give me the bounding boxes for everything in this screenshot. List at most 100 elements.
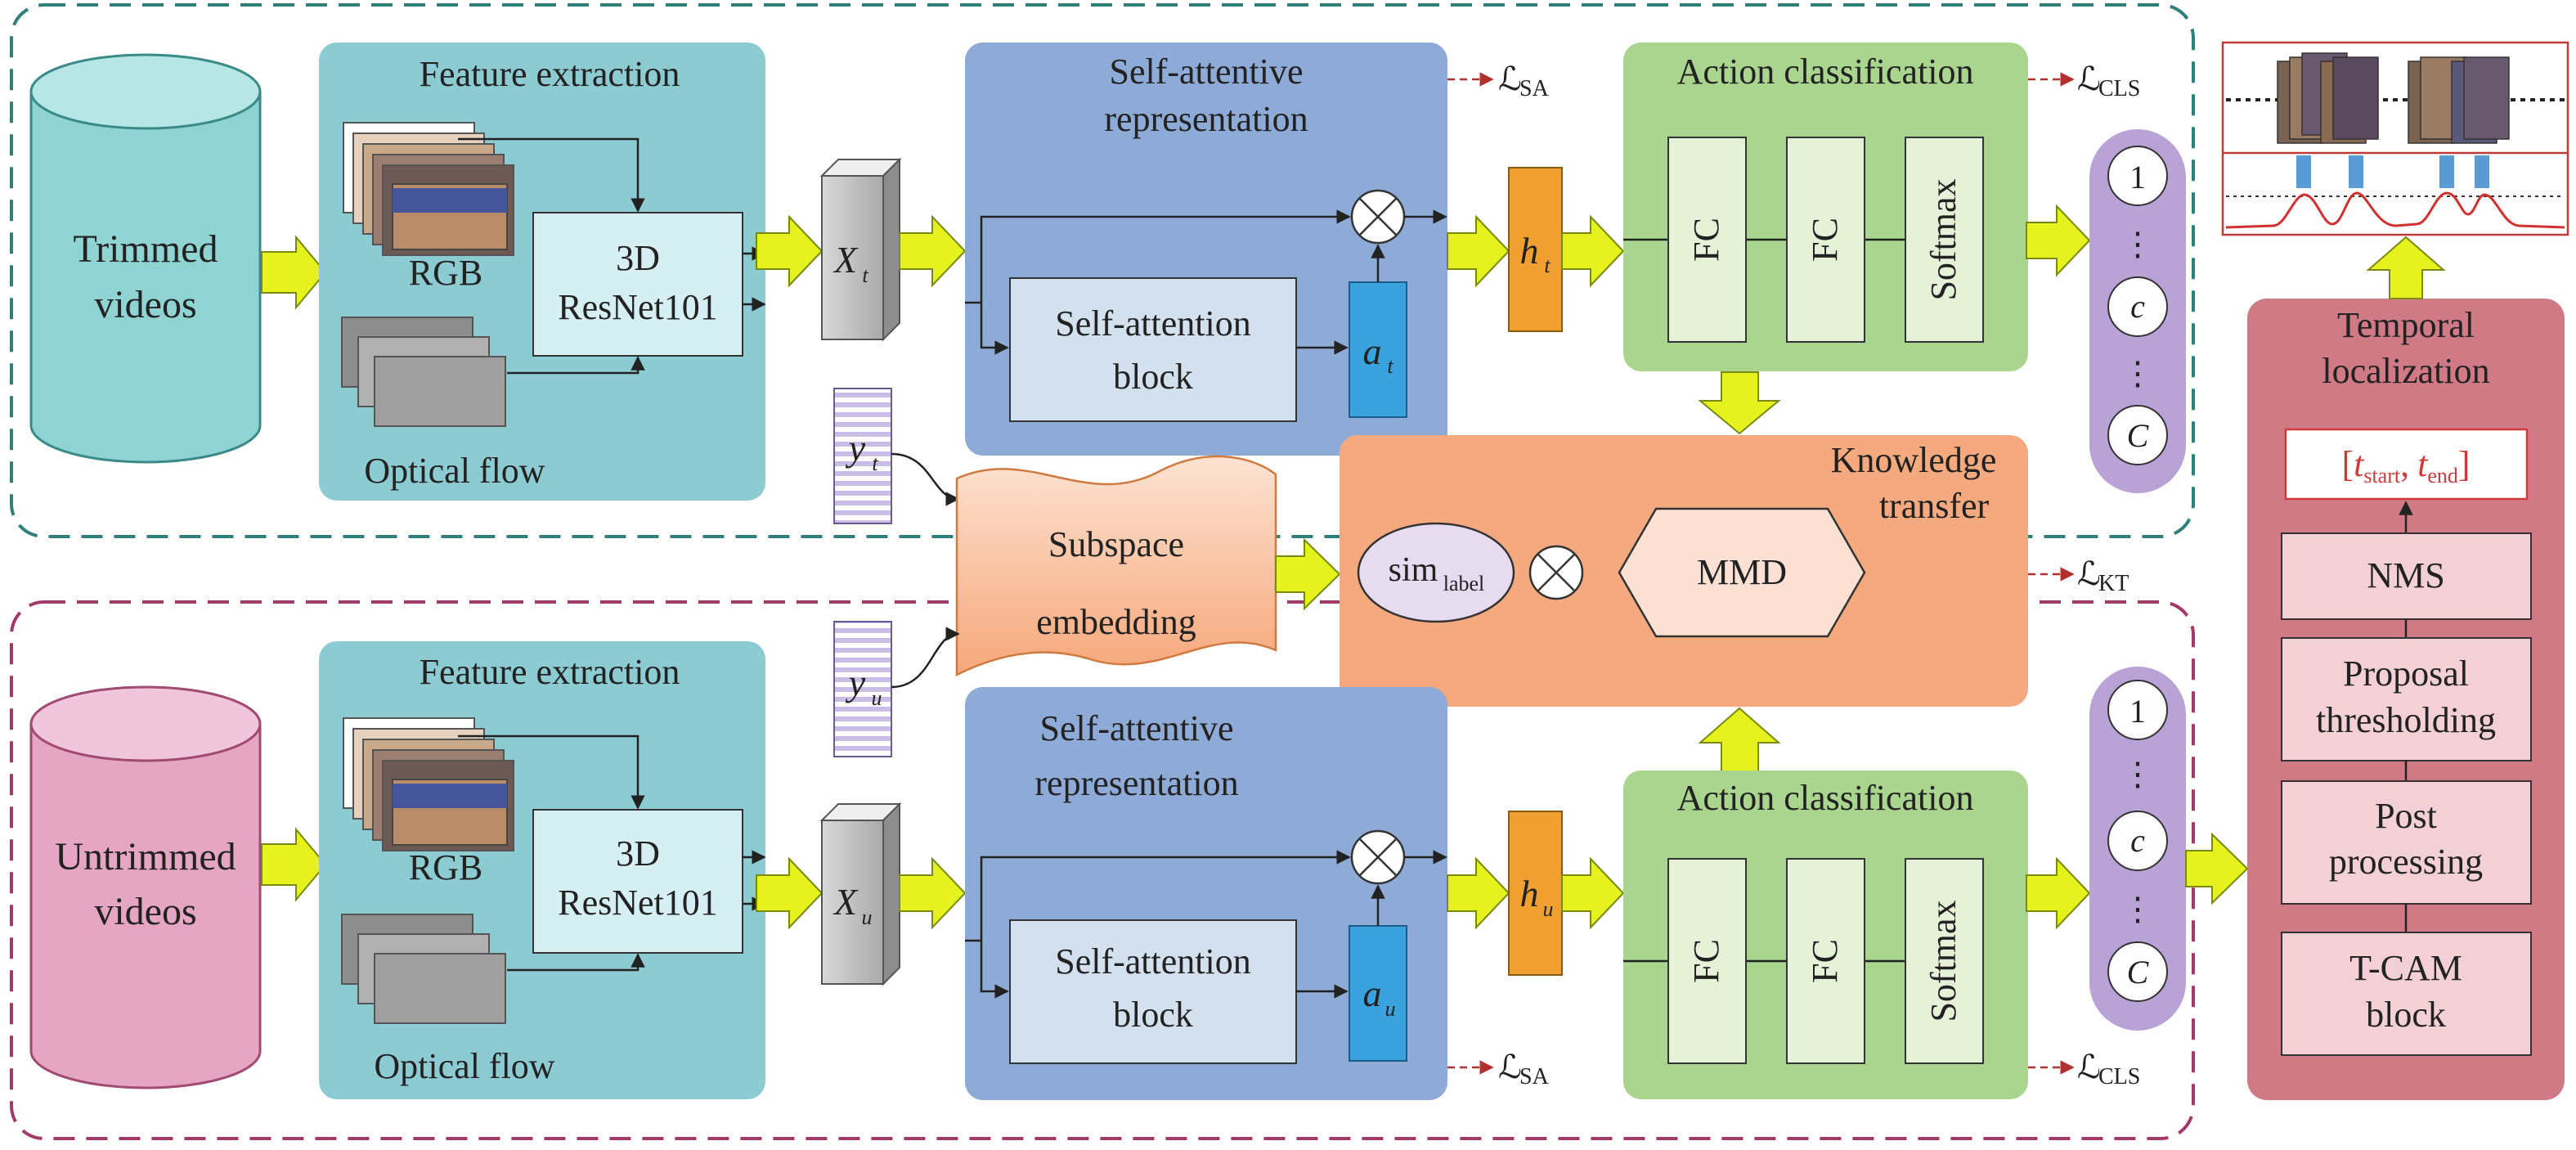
attention-weight-box [1349, 925, 1407, 1062]
softmax-layer [1905, 137, 1984, 343]
h-label: h [1520, 230, 1539, 272]
x-feature-block: X t [819, 157, 902, 342]
multiply-icon [1350, 829, 1406, 885]
interval-output-box [2284, 428, 2529, 501]
label-vector [833, 388, 892, 524]
trimmed-videos-cylinder: Trimmed videos [29, 53, 262, 464]
sab-label-1: Self-attention [1055, 941, 1251, 982]
a-label: a [1363, 330, 1382, 372]
sim-label: sim [1389, 551, 1438, 589]
post-label-2: processing [2329, 842, 2483, 882]
x-label: X [832, 881, 859, 923]
cls-title: Action classification [1677, 52, 1974, 92]
untrimmed-videos-cylinder: Untrimmed videos [29, 685, 262, 1089]
label-vector [833, 621, 892, 757]
kt-title-1: Knowledge [1831, 440, 1997, 480]
loss-kt-sub: KT [2098, 571, 2129, 596]
cls-title: Action classification [1677, 778, 1974, 818]
yellow-arrow [756, 214, 824, 288]
tcam-label-2: block [2366, 995, 2446, 1035]
input-label-1: Trimmed [74, 227, 218, 271]
input-label-2: videos [94, 890, 196, 933]
fc2-label: FC [1805, 939, 1845, 983]
resnet-box [532, 809, 743, 954]
fc-layer-2 [1786, 858, 1865, 1064]
proposal-label-1: Proposal [2343, 654, 2469, 694]
localization-result-plot [2221, 41, 2569, 236]
feature-extraction-title: Feature extraction [420, 54, 680, 94]
yellow-arrow [2026, 856, 2091, 930]
interval-text: [tstart,tend] [2341, 444, 2470, 487]
nms-box [2281, 532, 2532, 620]
y-label: y [846, 662, 866, 703]
loss-sa-sub: SA [1519, 76, 1550, 101]
out-1: 1 [2129, 159, 2146, 195]
out-c: c [2130, 288, 2145, 325]
loss-sa-symbol: ℒ [1498, 61, 1522, 97]
resnet-label-2: ResNet101 [558, 287, 718, 327]
sab-label-1: Self-attention [1055, 303, 1251, 344]
optical-flow-stack [341, 914, 506, 1024]
yellow-arrow [1561, 214, 1625, 288]
sa-title-2: representation [1104, 99, 1308, 139]
resnet-box [532, 212, 743, 357]
out-c: c [2130, 822, 2145, 859]
loss-cls-sub: CLS [2098, 76, 2140, 101]
optical-flow-label: Optical flow [374, 1046, 554, 1086]
yellow-arrow [1698, 371, 1781, 435]
tl-title-2: localization [2322, 351, 2489, 391]
a-sub: t [1387, 354, 1393, 378]
subspace-label-2: embedding [1036, 602, 1196, 642]
sa-title-1: Self-attentive [1109, 52, 1303, 92]
softmax-label: Softmax [1923, 900, 1963, 1022]
yellow-arrow [1561, 856, 1625, 930]
bottom-branch: Untrimmed videos Feature extraction RGB … [29, 621, 2186, 1100]
proposal-thresholding-box [2281, 637, 2532, 761]
video-frame-thumbnails [2277, 52, 2510, 144]
kt-title-2: transfer [1879, 486, 1990, 526]
rgb-frames-stack [343, 122, 514, 256]
out-dots: ⋮ [2121, 355, 2154, 392]
fc-layer-2 [1786, 137, 1865, 343]
input-label-1: Untrimmed [55, 835, 236, 878]
yellow-arrow [261, 235, 327, 310]
yellow-arrow [2185, 832, 2249, 905]
fc-layer-1 [1667, 137, 1747, 343]
yellow-arrow [1698, 707, 1781, 772]
y-sub: u [872, 686, 882, 710]
out-1: 1 [2129, 693, 2146, 730]
out-dots: ⋮ [2121, 756, 2154, 793]
loss-cls-symbol: ℒ [2077, 61, 2101, 97]
yellow-arrow [1447, 214, 1510, 288]
subspace-label-1: Subspace [1048, 524, 1184, 564]
self-attention-block [1009, 919, 1297, 1064]
tl-title-1: Temporal [2337, 305, 2475, 345]
x-label: X [832, 239, 859, 281]
subspace-embedding-shape [955, 455, 1277, 677]
rgb-label: RGB [409, 253, 482, 293]
loss-sa-symbol: ℒ [1498, 1049, 1522, 1085]
top-branch: Trimmed videos Feature extraction RGB Op… [29, 43, 2186, 524]
optical-flow-stack [341, 317, 506, 427]
resnet-label-2: ResNet101 [558, 883, 718, 923]
feature-extraction-title: Feature extraction [420, 652, 680, 692]
fc-layer-1 [1667, 858, 1747, 1064]
sim-sub: label [1443, 572, 1485, 595]
fc2-label: FC [1805, 218, 1845, 262]
h-sub: u [1543, 897, 1554, 921]
post-label-1: Post [2375, 796, 2437, 836]
h-sub: t [1544, 254, 1551, 277]
sab-label-2: block [1113, 995, 1193, 1035]
tcam-label-1: T-CAM [2349, 948, 2462, 988]
multiply-icon [1350, 189, 1406, 245]
proposal-label-2: thresholding [2316, 700, 2496, 740]
mmd-label: MMD [1697, 552, 1787, 592]
sa-title-2: representation [1034, 763, 1238, 803]
multiply-icon [1528, 545, 1584, 600]
yellow-arrow [899, 214, 967, 288]
yellow-arrow [2366, 236, 2446, 299]
nms-label: NMS [2367, 555, 2444, 595]
y-sub: t [872, 451, 878, 475]
post-processing-box [2281, 780, 2532, 905]
